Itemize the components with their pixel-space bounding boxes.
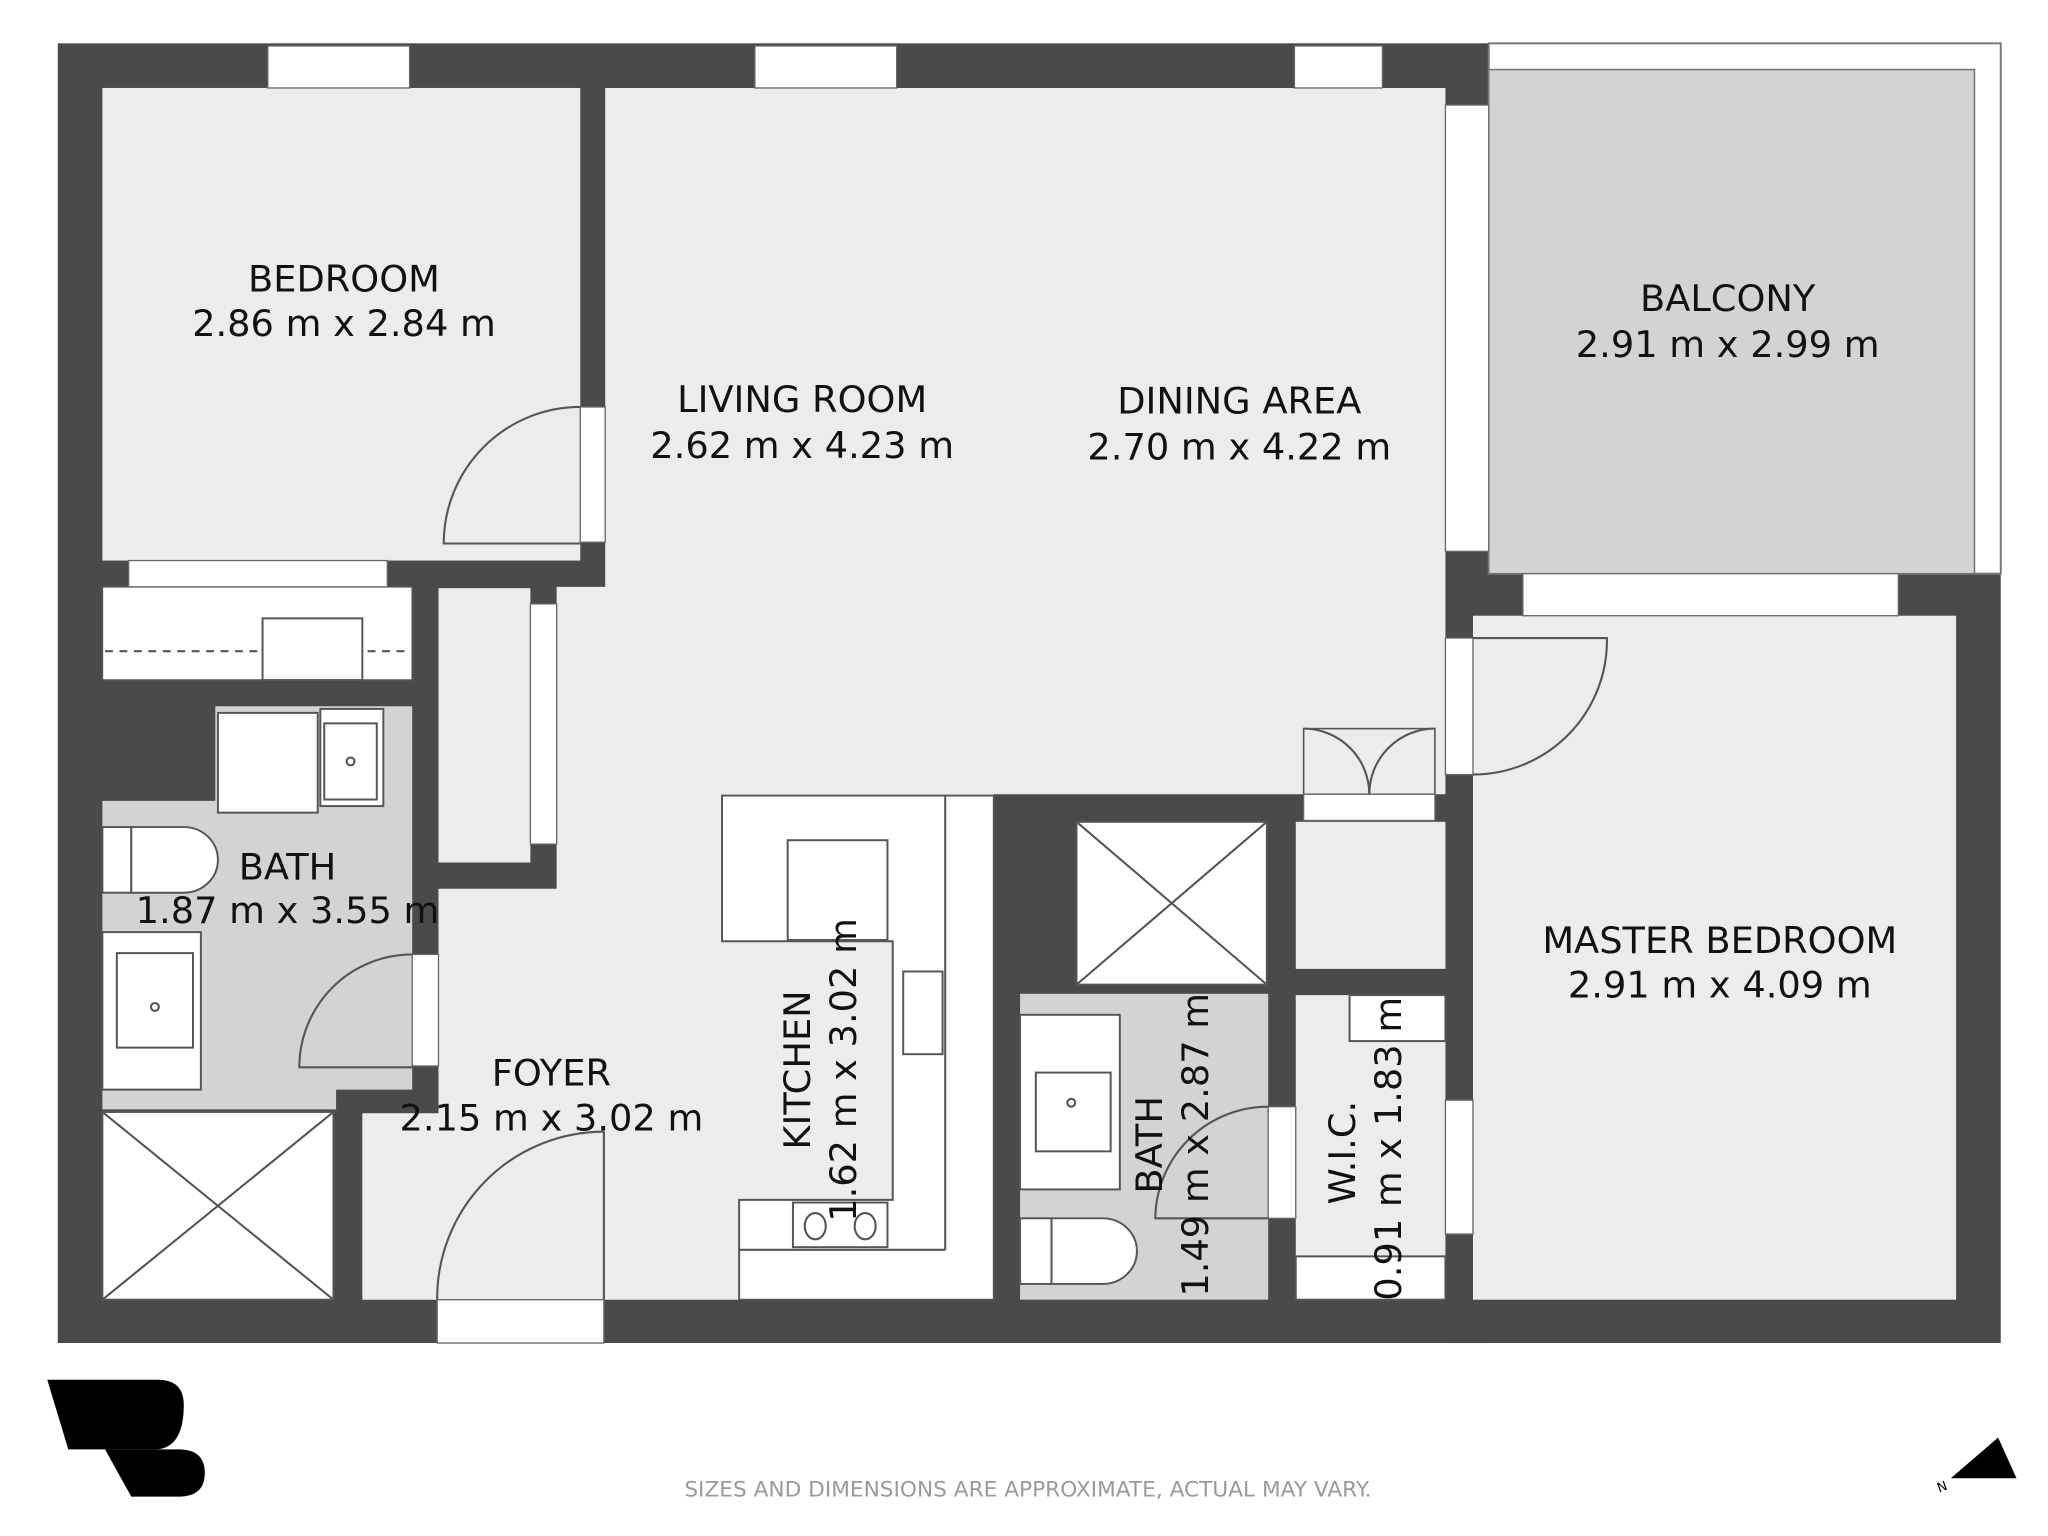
laundry-unit	[261, 617, 364, 682]
svg-text:FOYER: FOYER	[492, 1052, 611, 1095]
svg-text:LIVING ROOM: LIVING ROOM	[677, 378, 927, 421]
bedroom-size: 2.86 m x 2.84 m	[192, 302, 496, 345]
svg-text:1.87 m x 3.55 m: 1.87 m x 3.55 m	[136, 889, 440, 932]
toilet-tank	[101, 826, 133, 894]
toilet-bowl	[130, 826, 219, 894]
bath-2-name: BATH	[1128, 1096, 1171, 1194]
balcony-name: BALCONY	[1640, 277, 1816, 320]
balcony-size: 2.91 m x 2.99 m	[1576, 323, 1880, 366]
wardrobe	[1302, 727, 1436, 796]
svg-text:BATH: BATH	[239, 846, 337, 889]
closet-floor	[1295, 821, 1446, 969]
bath-1-name: BATH	[239, 846, 337, 889]
master-bedroom-floor	[1472, 615, 1957, 1300]
kitchen-name: KITCHEN	[776, 990, 819, 1149]
dining-area-size: 2.70 m x 4.22 m	[1087, 425, 1391, 468]
svg-text:1.49 m x 2.87 m: 1.49 m x 2.87 m	[1174, 993, 1217, 1297]
toilet-tank-2	[1019, 1217, 1053, 1285]
svg-text:2.86 m x 2.84 m: 2.86 m x 2.84 m	[192, 302, 496, 345]
cooktop	[791, 1201, 889, 1249]
svg-text:W.I.C.: W.I.C.	[1321, 1101, 1364, 1205]
svg-text:2.91 m x 4.09 m: 2.91 m x 4.09 m	[1568, 964, 1872, 1007]
fridge	[786, 839, 889, 941]
master-bedroom-size: 2.91 m x 4.09 m	[1568, 964, 1872, 1007]
wic-name: W.I.C.	[1321, 1101, 1364, 1205]
foyer-name: FOYER	[492, 1052, 611, 1095]
dining-area-name: DINING AREA	[1117, 380, 1361, 423]
svg-text:2.91 m x 2.99 m: 2.91 m x 2.99 m	[1576, 323, 1880, 366]
bathtub-fixture	[216, 711, 319, 814]
svg-text:BATH: BATH	[1128, 1096, 1171, 1194]
svg-text:N: N	[1935, 1479, 1949, 1496]
hall-closet-floor	[438, 588, 531, 863]
living-dining-foyer-floor	[362, 87, 1446, 1300]
kitchen-size: 1.62 m x 3.02 m	[822, 918, 865, 1222]
wic-size: 0.91 m x 1.83 m	[1367, 997, 1410, 1301]
bedroom-name: BEDROOM	[248, 257, 440, 300]
svg-text:2.62 m x 4.23 m: 2.62 m x 4.23 m	[650, 424, 954, 467]
svg-text:KITCHEN: KITCHEN	[776, 990, 819, 1149]
svg-text:0.91 m x 1.83 m: 0.91 m x 1.83 m	[1367, 997, 1410, 1301]
north-arrow-icon: N	[1935, 1437, 2017, 1496]
disclaimer: SIZES AND DIMENSIONS ARE APPROXIMATE, AC…	[684, 1478, 1371, 1503]
svg-text:BALCONY: BALCONY	[1640, 277, 1816, 320]
laundry-closet	[101, 586, 414, 681]
bedroom-floor	[102, 87, 581, 561]
svg-text:MASTER BEDROOM: MASTER BEDROOM	[1542, 919, 1897, 962]
balcony-floor	[1487, 68, 1976, 575]
living-room-name: LIVING ROOM	[677, 378, 927, 421]
openings	[128, 45, 1899, 1344]
toilet-bowl-2	[1050, 1217, 1138, 1285]
living-room-size: 2.62 m x 4.23 m	[650, 424, 954, 467]
bath-2-size: 1.49 m x 2.87 m	[1174, 993, 1217, 1297]
svg-text:SIZES AND DIMENSIONS ARE APPRO: SIZES AND DIMENSIONS ARE APPROXIMATE, AC…	[684, 1478, 1371, 1503]
svg-text:DINING AREA: DINING AREA	[1117, 380, 1361, 423]
foyer-size: 2.15 m x 3.02 m	[400, 1096, 704, 1139]
svg-text:2.15 m x 3.02 m: 2.15 m x 3.02 m	[400, 1096, 704, 1139]
svg-text:BEDROOM: BEDROOM	[248, 257, 440, 300]
compass-label: N	[1935, 1479, 1949, 1496]
master-bedroom-name: MASTER BEDROOM	[1542, 919, 1897, 962]
door-swings	[298, 405, 1608, 1300]
brand-logo	[47, 1379, 205, 1497]
wic-floor	[1295, 995, 1446, 1300]
svg-text:1.62 m x 3.02 m: 1.62 m x 3.02 m	[822, 918, 865, 1222]
bath-1-size: 1.87 m x 3.55 m	[136, 889, 440, 932]
kitchen-sink	[902, 970, 944, 1056]
svg-text:2.70 m x 4.22 m: 2.70 m x 4.22 m	[1087, 425, 1391, 468]
